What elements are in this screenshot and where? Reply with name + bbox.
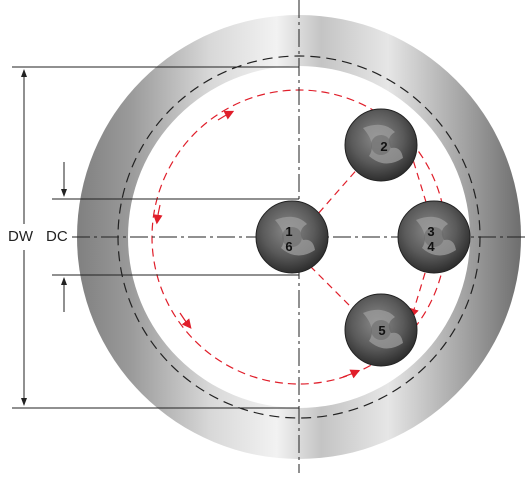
path-arrow-top-left (217, 110, 235, 121)
tool-number-3: 3 (427, 224, 434, 239)
path-arrow-bottom-left (179, 312, 192, 329)
tool-number-1: 1 (285, 224, 292, 239)
tool-number-2: 2 (380, 139, 387, 154)
tool-2: 2 (344, 108, 418, 182)
tool-number-5: 5 (378, 323, 385, 338)
path-arrow-left (153, 204, 163, 225)
tool-number-4: 4 (427, 239, 435, 254)
dw-label: DW (8, 228, 33, 245)
tool-number-6: 6 (285, 239, 292, 254)
dc-label: DC (46, 228, 68, 245)
tool-3-4: 3 4 (397, 200, 471, 274)
path-arrow-bottom-right (342, 369, 361, 379)
tool-5: 5 (344, 293, 418, 367)
tool-1-6: 1 6 (255, 200, 329, 274)
